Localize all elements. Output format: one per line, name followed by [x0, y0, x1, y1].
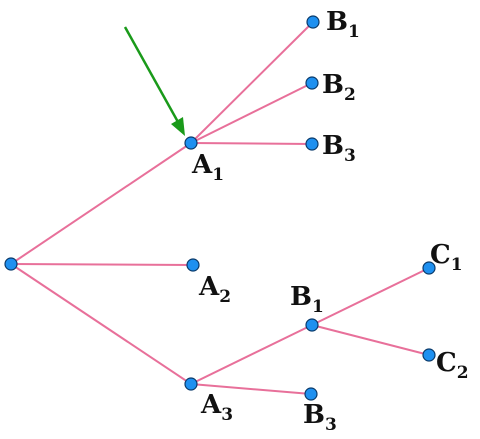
- arrow-shaft: [123, 26, 180, 123]
- edge-b1-c2: [311, 324, 430, 356]
- pointer-arrow: [123, 26, 185, 136]
- edge-a1-b2: [190, 82, 313, 144]
- node-a1: [184, 136, 198, 150]
- edge-a1-b1: [190, 21, 314, 144]
- edge-a3-b1: [190, 324, 313, 385]
- arrow-head: [171, 117, 185, 136]
- label-b2-top: B2: [322, 70, 356, 105]
- node-a3: [184, 377, 198, 391]
- label-a1: A1: [191, 150, 224, 185]
- edge-a1-b3: [190, 142, 313, 145]
- nodes: [4, 15, 436, 401]
- labels: A1 A2 A3 B1 B2 B3 B1 B3 C1 C2: [191, 7, 469, 435]
- node-c2: [422, 348, 436, 362]
- node-root: [4, 257, 18, 271]
- edge-root-a3: [10, 263, 192, 385]
- node-b2-top: [305, 76, 319, 90]
- label-c1: C1: [430, 240, 463, 275]
- label-b3-low: B3: [303, 400, 337, 435]
- node-b3-top: [305, 137, 319, 151]
- node-b3-low: [304, 387, 318, 401]
- label-a2: A2: [198, 272, 231, 307]
- edge-b1-c1: [311, 267, 430, 326]
- node-b1-low: [305, 318, 319, 332]
- label-a3: A3: [200, 390, 233, 425]
- label-b1-low: B1: [290, 282, 324, 317]
- label-b1-top: B1: [326, 7, 360, 42]
- node-a2: [186, 258, 200, 272]
- node-b1-top: [306, 15, 320, 29]
- edges: [10, 21, 430, 395]
- edge-root-a2: [10, 263, 194, 266]
- label-c2: C2: [436, 348, 469, 383]
- edge-root-a1: [10, 142, 192, 265]
- node-c1: [422, 261, 436, 275]
- label-b3-top: B3: [322, 131, 356, 166]
- edge-a3-b3: [190, 383, 312, 395]
